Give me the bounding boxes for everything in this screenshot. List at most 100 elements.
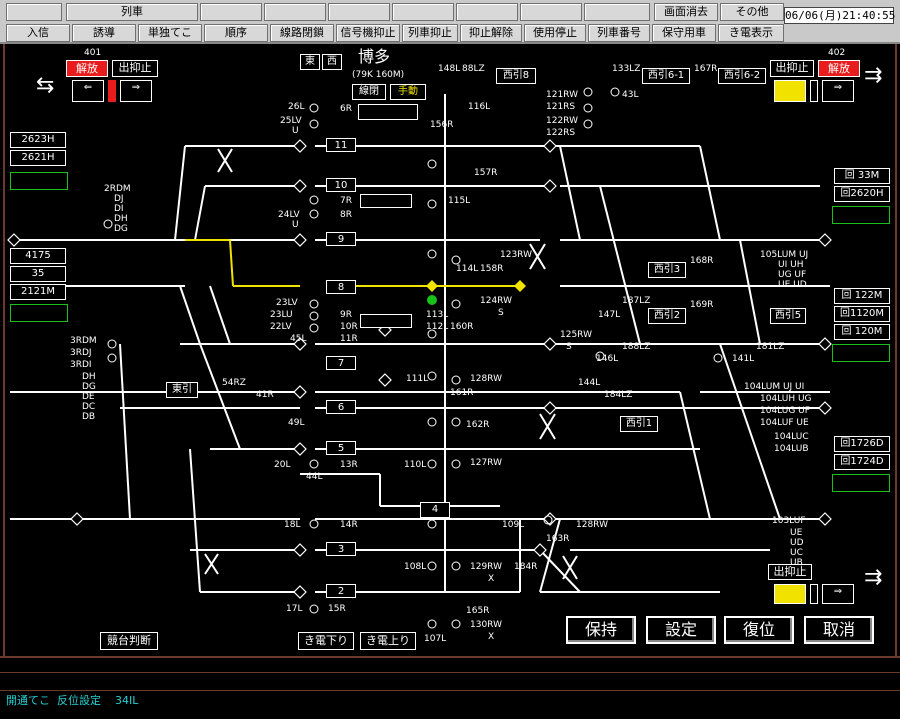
right-green-slot-3[interactable] [832, 474, 890, 492]
menu-blank-8[interactable] [584, 3, 650, 21]
track-4[interactable]: 4 [420, 502, 450, 518]
track-8[interactable]: 8 [326, 280, 356, 294]
menu-train[interactable]: 列車 [66, 3, 198, 21]
right-direction-active-2[interactable] [774, 584, 806, 604]
train-number-2623H[interactable]: 2623H [10, 132, 66, 148]
menu-sequence[interactable]: 順序 [204, 24, 268, 42]
label-U1: U [292, 126, 299, 136]
menu-blank-2[interactable] [200, 3, 262, 21]
siding-nishi6-2[interactable]: 西引6-2 [718, 68, 766, 84]
siding-nishi3[interactable]: 西引3 [648, 262, 686, 278]
left-green-slot-1[interactable] [10, 172, 68, 190]
arrow-right-icon: ⇒ [833, 82, 843, 93]
siding-nishi5[interactable]: 西引5 [770, 308, 806, 324]
label-115L: 115L [448, 196, 471, 206]
label-122RW: 122RW [546, 116, 578, 126]
siding-nishi6-1[interactable]: 西引6-1 [642, 68, 690, 84]
train-number-r122M[interactable]: 回 122M [834, 288, 890, 304]
label-25LV: 25LV [280, 116, 302, 126]
label-S2: S [566, 342, 572, 352]
train-number-r1120M[interactable]: 回1120M [834, 306, 890, 322]
siding-higashi[interactable]: 東引 [166, 382, 198, 398]
train-number-r1724D[interactable]: 回1724D [834, 454, 890, 470]
label-156R: 156R [430, 120, 454, 130]
right-release-button[interactable]: 解放 [818, 60, 860, 77]
menu-feeder-display[interactable]: き電表示 [718, 24, 784, 42]
train-number-2621H[interactable]: 2621H [10, 150, 66, 166]
restore-button[interactable]: 復位 [724, 616, 794, 644]
right-exit-stop-button-2[interactable]: 出抑止 [768, 564, 812, 580]
train-number-2121M[interactable]: 2121M [10, 284, 66, 300]
left-release-button[interactable]: 解放 [66, 60, 108, 77]
menu-single-lever[interactable]: 単独てこ [138, 24, 202, 42]
label-113L: 113L [426, 310, 449, 320]
menu-guide[interactable]: 誘導 [72, 24, 136, 42]
siding-nishi1[interactable]: 西引1 [620, 416, 658, 432]
menu-suppress-release[interactable]: 抑止解除 [460, 24, 522, 42]
left-green-slot-2[interactable] [10, 304, 68, 322]
menu-use-stop[interactable]: 使用停止 [524, 24, 586, 42]
feeder-down-button[interactable]: き電下り [298, 632, 354, 650]
track-11[interactable]: 11 [326, 138, 356, 152]
label-130RW: 130RW [470, 620, 502, 630]
train-number-r1726D[interactable]: 回1726D [834, 436, 890, 452]
menu-other[interactable]: その他 [720, 3, 784, 21]
label-18L: 18L [284, 520, 301, 530]
track-blank-1[interactable] [360, 194, 412, 208]
menu-signal-suppress[interactable]: 信号機抑止 [336, 24, 400, 42]
right-direction-active[interactable] [774, 80, 806, 102]
left-direction-box[interactable]: ⇐ [72, 80, 104, 102]
train-number-35[interactable]: 35 [10, 266, 66, 282]
track-5[interactable]: 5 [326, 441, 356, 455]
hold-button[interactable]: 保持 [566, 616, 636, 644]
west-button[interactable]: 西 [322, 54, 342, 70]
track-2[interactable]: 2 [326, 584, 356, 598]
track-10[interactable]: 10 [326, 178, 356, 192]
track-blank-2[interactable] [360, 314, 412, 328]
track-9[interactable]: 9 [326, 232, 356, 246]
track-7[interactable]: 7 [326, 356, 356, 370]
siding-nishi8[interactable]: 西引8 [496, 68, 536, 84]
menu-track-closure[interactable]: 線路閉鎖 [270, 24, 334, 42]
label-105LUM: 105LUM UJ [760, 250, 809, 260]
menu-maintenance-car[interactable]: 保守用車 [652, 24, 716, 42]
menu-train-number[interactable]: 列車番号 [588, 24, 650, 42]
train-number-r33M[interactable]: 回 33M [834, 168, 890, 184]
label-2RDM: 2RDM [104, 184, 131, 194]
menu-blank-4[interactable] [328, 3, 390, 21]
menu-blank-1[interactable] [6, 3, 62, 21]
set-button[interactable]: 設定 [646, 616, 716, 644]
kyodai-judgement-button[interactable]: 競台判断 [100, 632, 158, 650]
menu-blank-6[interactable] [456, 3, 518, 21]
right-direction-box[interactable]: ⇒ [822, 80, 854, 102]
manual-button[interactable]: 手動 [390, 84, 426, 100]
right-green-slot-1[interactable] [832, 206, 890, 224]
right-direction-box-2[interactable]: ⇒ [822, 584, 854, 604]
train-number-r2620H[interactable]: 回2620H [834, 186, 890, 202]
east-button[interactable]: 東 [300, 54, 320, 70]
menu-blank-7[interactable] [520, 3, 582, 21]
menu-train-suppress[interactable]: 列車抑止 [402, 24, 458, 42]
label-DI: DI [114, 204, 124, 214]
track-6[interactable]: 6 [326, 400, 356, 414]
menu-blank-3[interactable] [264, 3, 326, 21]
menu-enter[interactable]: 入信 [6, 24, 70, 42]
right-green-slot-2[interactable] [832, 344, 890, 362]
label-43L: 43L [622, 90, 639, 100]
label-49L: 49L [288, 418, 305, 428]
route-blank-box[interactable] [358, 104, 418, 120]
siding-nishi2[interactable]: 西引2 [648, 308, 686, 324]
menu-blank-5[interactable] [392, 3, 454, 21]
label-103LUF: 103LUF [772, 516, 806, 526]
left-direction-box-2[interactable]: ⇒ [120, 80, 152, 102]
right-exit-stop-button[interactable]: 出抑止 [770, 60, 814, 77]
track-3[interactable]: 3 [326, 542, 356, 556]
cancel-button[interactable]: 取消 [804, 616, 874, 644]
route-lock-button[interactable]: 線閉 [352, 84, 386, 100]
train-number-4175[interactable]: 4175 [10, 248, 66, 264]
left-exit-stop-button[interactable]: 出抑止 [112, 60, 158, 77]
menu-clear-screen[interactable]: 画面消去 [654, 3, 718, 21]
label-3RDM: 3RDM [70, 336, 97, 346]
feeder-up-button[interactable]: き電上り [360, 632, 416, 650]
train-number-r120M[interactable]: 回 120M [834, 324, 890, 340]
